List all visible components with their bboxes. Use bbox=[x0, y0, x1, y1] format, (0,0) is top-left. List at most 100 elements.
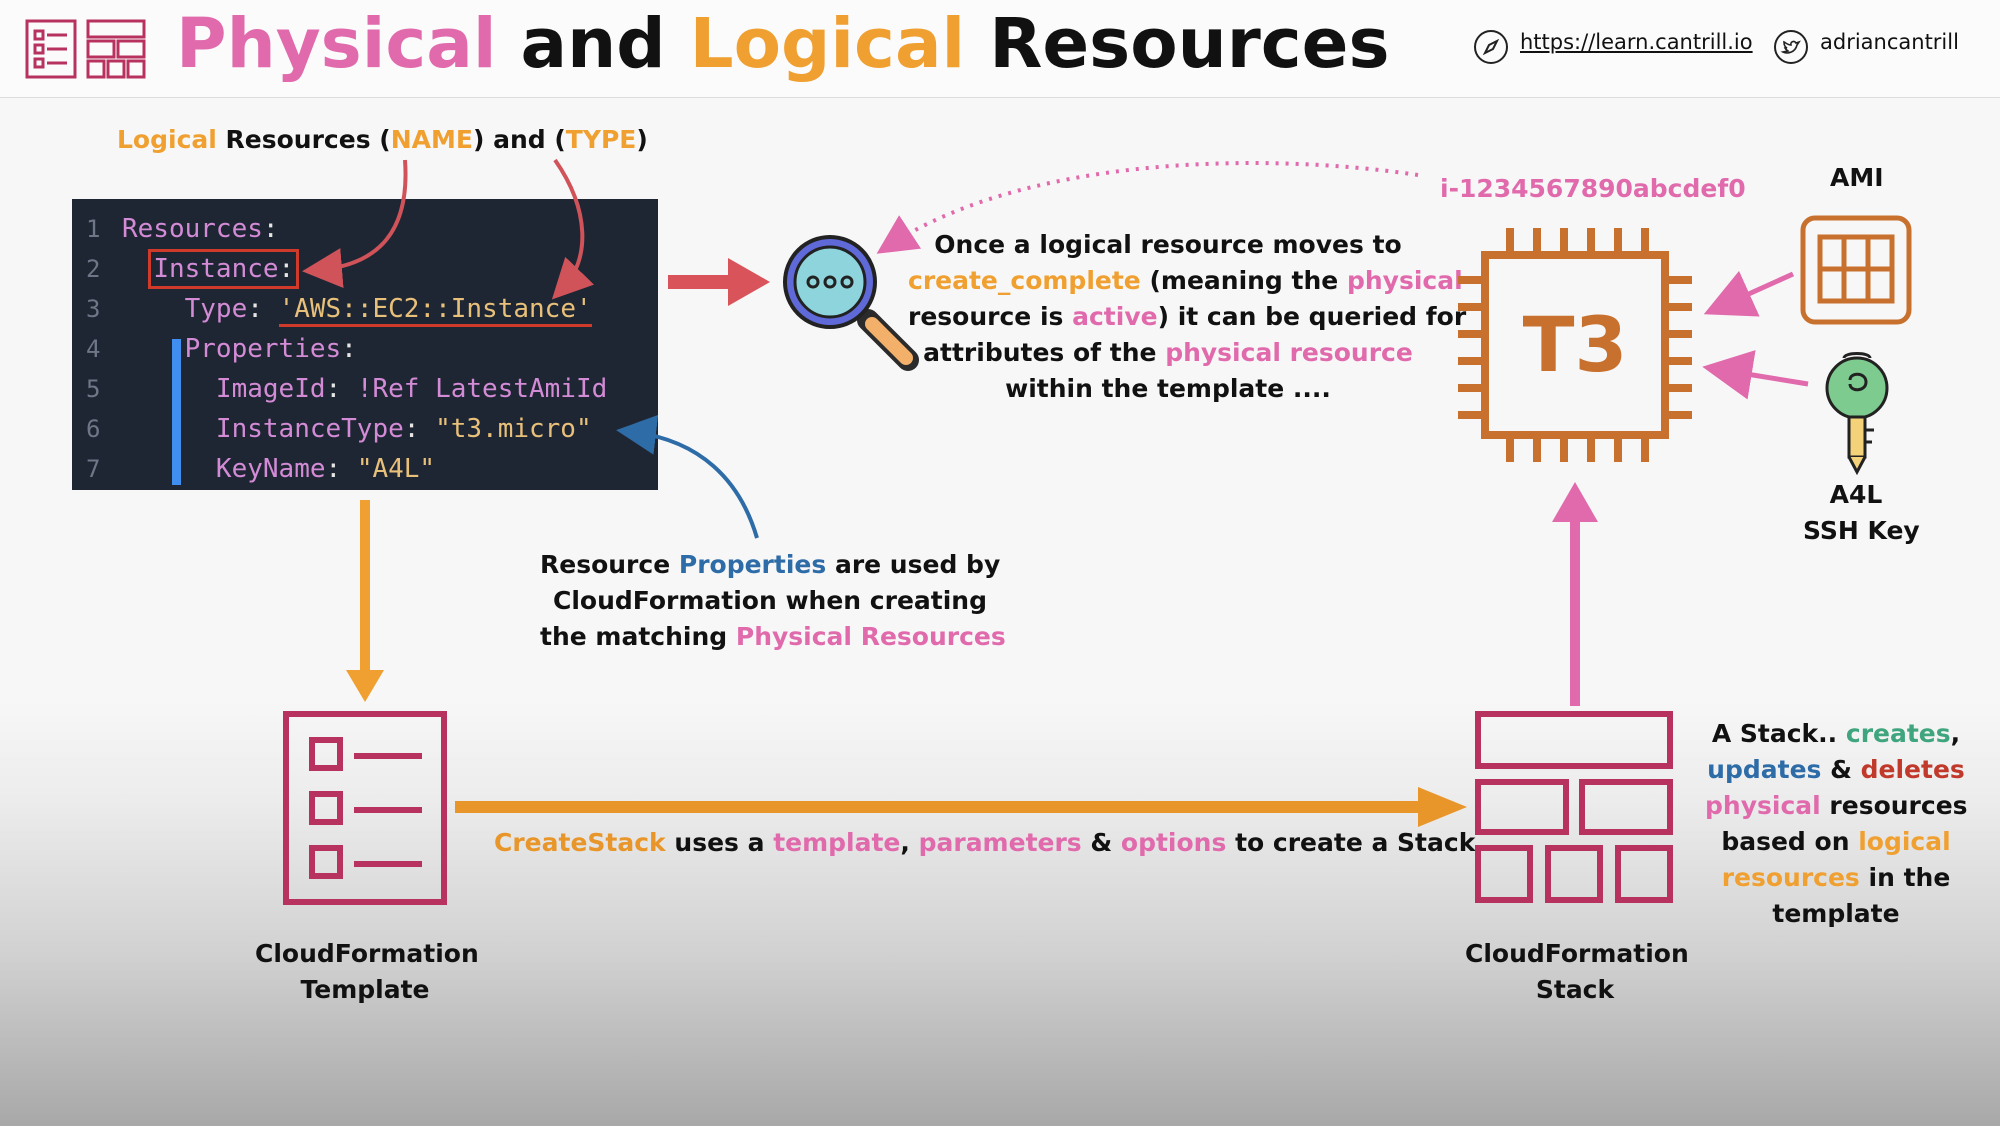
cs-amp: & bbox=[1081, 828, 1121, 857]
createstack-description: CreateStack uses a template, parameters … bbox=[494, 825, 1475, 861]
query-line-1: Once a logical resource moves to bbox=[934, 230, 1402, 259]
ssh-key-label: A4L SSH Key bbox=[1803, 477, 1920, 549]
label-close: ) bbox=[636, 125, 648, 154]
cs-options: options bbox=[1120, 828, 1227, 857]
template-label-1: CloudFormation bbox=[255, 939, 479, 968]
code-to-query-arrow bbox=[668, 258, 770, 306]
magnifier-icon bbox=[783, 235, 919, 371]
line-number: 2 bbox=[86, 255, 101, 283]
query-can-be: ) it can be queried for bbox=[1157, 302, 1467, 331]
stack-label-2: Stack bbox=[1535, 975, 1615, 1004]
line-number: 7 bbox=[86, 455, 101, 483]
query-line-3: resource is active) it can be queried fo… bbox=[908, 299, 1466, 335]
query-line-4: attributes of the physical resource bbox=[908, 335, 1428, 371]
sd-creates: creates bbox=[1845, 719, 1951, 748]
logical-resources-label: Logical Resources (NAME) and (TYPE) bbox=[117, 122, 648, 158]
sd-deletes: deletes bbox=[1860, 755, 1965, 784]
stack-label: CloudFormation Stack bbox=[1465, 936, 1689, 1008]
name-arrow bbox=[302, 159, 408, 288]
prop-the-matching: the matching bbox=[540, 622, 736, 651]
sd-resources-2: resources bbox=[1721, 863, 1860, 892]
query-physical: physical bbox=[1346, 266, 1463, 295]
query-active: active bbox=[1072, 302, 1158, 331]
twitter-handle[interactable]: adriancantrill bbox=[1820, 30, 1959, 54]
cs-template: template bbox=[773, 828, 901, 857]
cs-to-create: to create a Stack bbox=[1226, 828, 1476, 857]
code-value-keyname: "A4L" bbox=[356, 454, 436, 484]
sd-resources: resources bbox=[1820, 791, 1968, 820]
code-value-instancetype: "t3.micro" bbox=[435, 414, 592, 444]
template-label: CloudFormation Template bbox=[255, 936, 479, 1008]
line-number: 3 bbox=[86, 295, 101, 323]
label-type: TYPE bbox=[565, 125, 637, 154]
website-link[interactable]: https://learn.cantrill.io bbox=[1520, 30, 1753, 54]
label-resources: Resources ( bbox=[216, 125, 391, 154]
sd-updates: updates bbox=[1707, 755, 1822, 784]
cloudformation-template-icon bbox=[283, 711, 447, 905]
query-description: Once a logical resource moves to create_… bbox=[908, 227, 1466, 407]
title-and: and bbox=[496, 4, 690, 84]
sd-a-stack: A Stack.. bbox=[1711, 719, 1846, 748]
label-logical: Logical bbox=[117, 125, 217, 154]
page-title: Physical and Logical Resources bbox=[176, 4, 1390, 84]
sd-physical: physical bbox=[1705, 791, 1821, 820]
code-value-type: 'AWS::EC2::Instance' bbox=[278, 294, 592, 327]
title-resources: Resources bbox=[965, 4, 1390, 84]
cloudformation-stack-icon bbox=[1475, 711, 1673, 903]
query-line-5: within the template .... bbox=[1005, 374, 1331, 403]
cs-createstack: CreateStack bbox=[494, 828, 666, 857]
stack-desc-line-5: resources in the bbox=[1705, 860, 1967, 896]
type-arrow bbox=[551, 158, 595, 300]
line-number: 5 bbox=[86, 375, 101, 403]
stack-desc-line-1: A Stack.. creates, bbox=[1705, 716, 1967, 752]
label-and: ) and ( bbox=[472, 125, 566, 154]
code-to-template-arrow bbox=[346, 500, 384, 702]
properties-line-2: CloudFormation when creating bbox=[552, 586, 987, 615]
label-name: NAME bbox=[390, 125, 473, 154]
twitter-icon bbox=[1774, 30, 1808, 64]
cs-uses-a: uses a bbox=[665, 828, 774, 857]
createstack-arrow bbox=[455, 787, 1467, 827]
ssh-key-label-2: SSH Key bbox=[1803, 516, 1920, 545]
code-key-instancetype: InstanceType bbox=[215, 414, 404, 444]
code-key-resources: Resources bbox=[122, 214, 263, 244]
prop-resource: Resource bbox=[540, 550, 679, 579]
ami-icon bbox=[1800, 215, 1912, 325]
line-number: 1 bbox=[86, 215, 101, 243]
query-physical-resource: physical resource bbox=[1165, 338, 1413, 367]
properties-arrow bbox=[616, 414, 759, 539]
code-key-imageid: ImageId bbox=[215, 374, 326, 404]
properties-indent-bar bbox=[172, 339, 181, 485]
sd-amp: & bbox=[1821, 755, 1861, 784]
code-key-properties: Properties bbox=[184, 334, 342, 364]
instance-highlight-box: Instance: bbox=[148, 249, 300, 289]
sd-comma: , bbox=[1950, 719, 1961, 748]
template-label-2: Template bbox=[300, 975, 430, 1004]
title-logical: Logical bbox=[689, 4, 966, 84]
header-bar: Physical and Logical Resources https://l… bbox=[0, 0, 2000, 98]
stack-to-instance-arrow bbox=[1552, 482, 1598, 706]
code-key-type: Type bbox=[184, 294, 248, 324]
prop-used-by: are used by bbox=[826, 550, 1001, 579]
line-number: 6 bbox=[86, 415, 101, 443]
properties-description: Resource Properties are used by CloudFor… bbox=[540, 547, 1006, 655]
sd-in-the: in the bbox=[1859, 863, 1951, 892]
stack-desc-line-2: updates & deletes bbox=[1705, 752, 1967, 788]
sd-logical: logical bbox=[1858, 827, 1951, 856]
properties-line-1: Resource Properties are used by bbox=[540, 547, 1000, 583]
cs-parameters: parameters bbox=[918, 828, 1082, 857]
cs-comma: , bbox=[900, 828, 919, 857]
ssh-key-icon bbox=[1825, 352, 1889, 475]
properties-line-3: the matching Physical Resources bbox=[540, 619, 1006, 655]
sd-based-on: based on bbox=[1721, 827, 1859, 856]
chip-label: T3 bbox=[1522, 300, 1628, 389]
ec2-chip-icon bbox=[1458, 228, 1692, 462]
code-value-imageid: !Ref LatestAmiId bbox=[356, 374, 608, 404]
stack-description: A Stack.. creates, updates & deletes phy… bbox=[1705, 716, 1968, 932]
query-line-2: create_complete (meaning the physical bbox=[908, 263, 1463, 299]
query-create-complete: create_complete bbox=[908, 266, 1141, 295]
stack-label-1: CloudFormation bbox=[1465, 939, 1689, 968]
code-key-instance: Instance bbox=[153, 254, 279, 284]
compass-icon bbox=[1474, 30, 1508, 64]
